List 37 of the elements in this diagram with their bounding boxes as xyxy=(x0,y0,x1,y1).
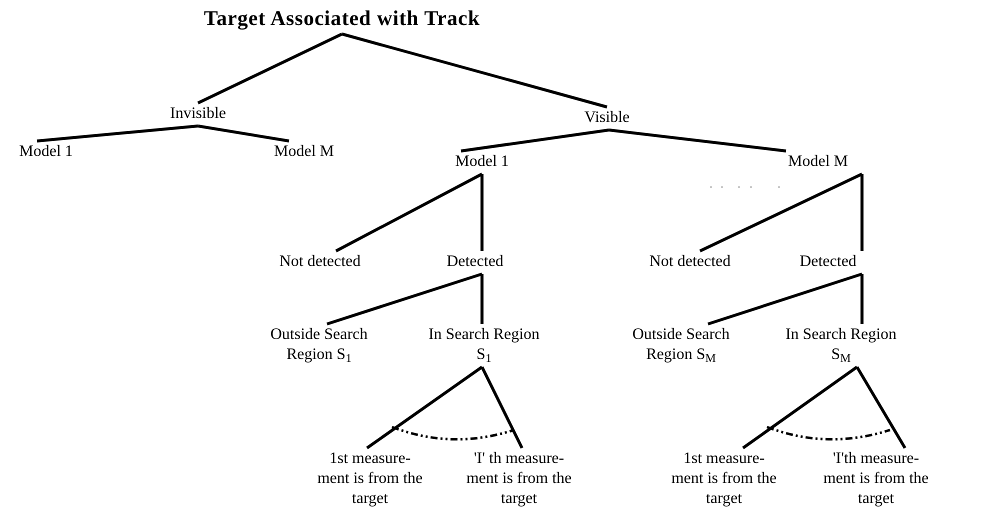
tree-node-label: Model 1 xyxy=(18,142,74,162)
tree-node-label: Detected xyxy=(446,252,504,272)
tree-node-label: Visible xyxy=(583,108,631,128)
tree-node-label: 1st measure- ment is from the target xyxy=(670,449,778,509)
branch-line xyxy=(860,174,864,251)
tree-node-label: Outside Search Region S$_{1}$ xyxy=(269,325,369,365)
branch-line xyxy=(860,274,864,324)
branch-line xyxy=(480,366,524,449)
branch-line xyxy=(335,172,483,252)
branch-line xyxy=(326,272,482,326)
branch-line xyxy=(342,32,608,108)
tree-node-label: In Search Region S$_{1}$ xyxy=(427,325,541,365)
branch-line xyxy=(708,272,862,326)
tree-node-label: Not detected xyxy=(278,252,362,272)
branch-line xyxy=(742,366,858,450)
tree-node-label: Invisible xyxy=(169,104,227,124)
tree-node-label: Model 1 xyxy=(454,152,510,172)
branch-line xyxy=(608,128,786,152)
tree-node-label: Not detected xyxy=(648,252,732,272)
tree-node-label: Outside Search Region S$_{M}$ xyxy=(631,325,731,365)
branch-line xyxy=(480,274,484,324)
branch-line xyxy=(480,174,484,251)
tree-node-label: 'I' th measure- ment is from the target xyxy=(465,449,573,509)
branch-line xyxy=(197,32,343,104)
tree-root-label: Target Associated with Track xyxy=(202,5,482,32)
branch-line xyxy=(460,128,610,152)
tree-node-label: Detected xyxy=(798,252,858,272)
tree-node-label: In Search Region S$_{M}$ xyxy=(784,325,898,365)
tree-node-label: Model M xyxy=(787,152,849,172)
tree-node-label: 'I'th measure- ment is from the target xyxy=(822,449,930,509)
branch-line xyxy=(856,366,906,449)
branch-line xyxy=(198,124,290,142)
tree-node-label: 1st measure- ment is from the target xyxy=(316,449,424,509)
branch-line xyxy=(699,172,863,252)
branch-line xyxy=(36,124,198,142)
branch-line xyxy=(366,366,483,450)
tree-node-label: Model M xyxy=(273,142,335,162)
